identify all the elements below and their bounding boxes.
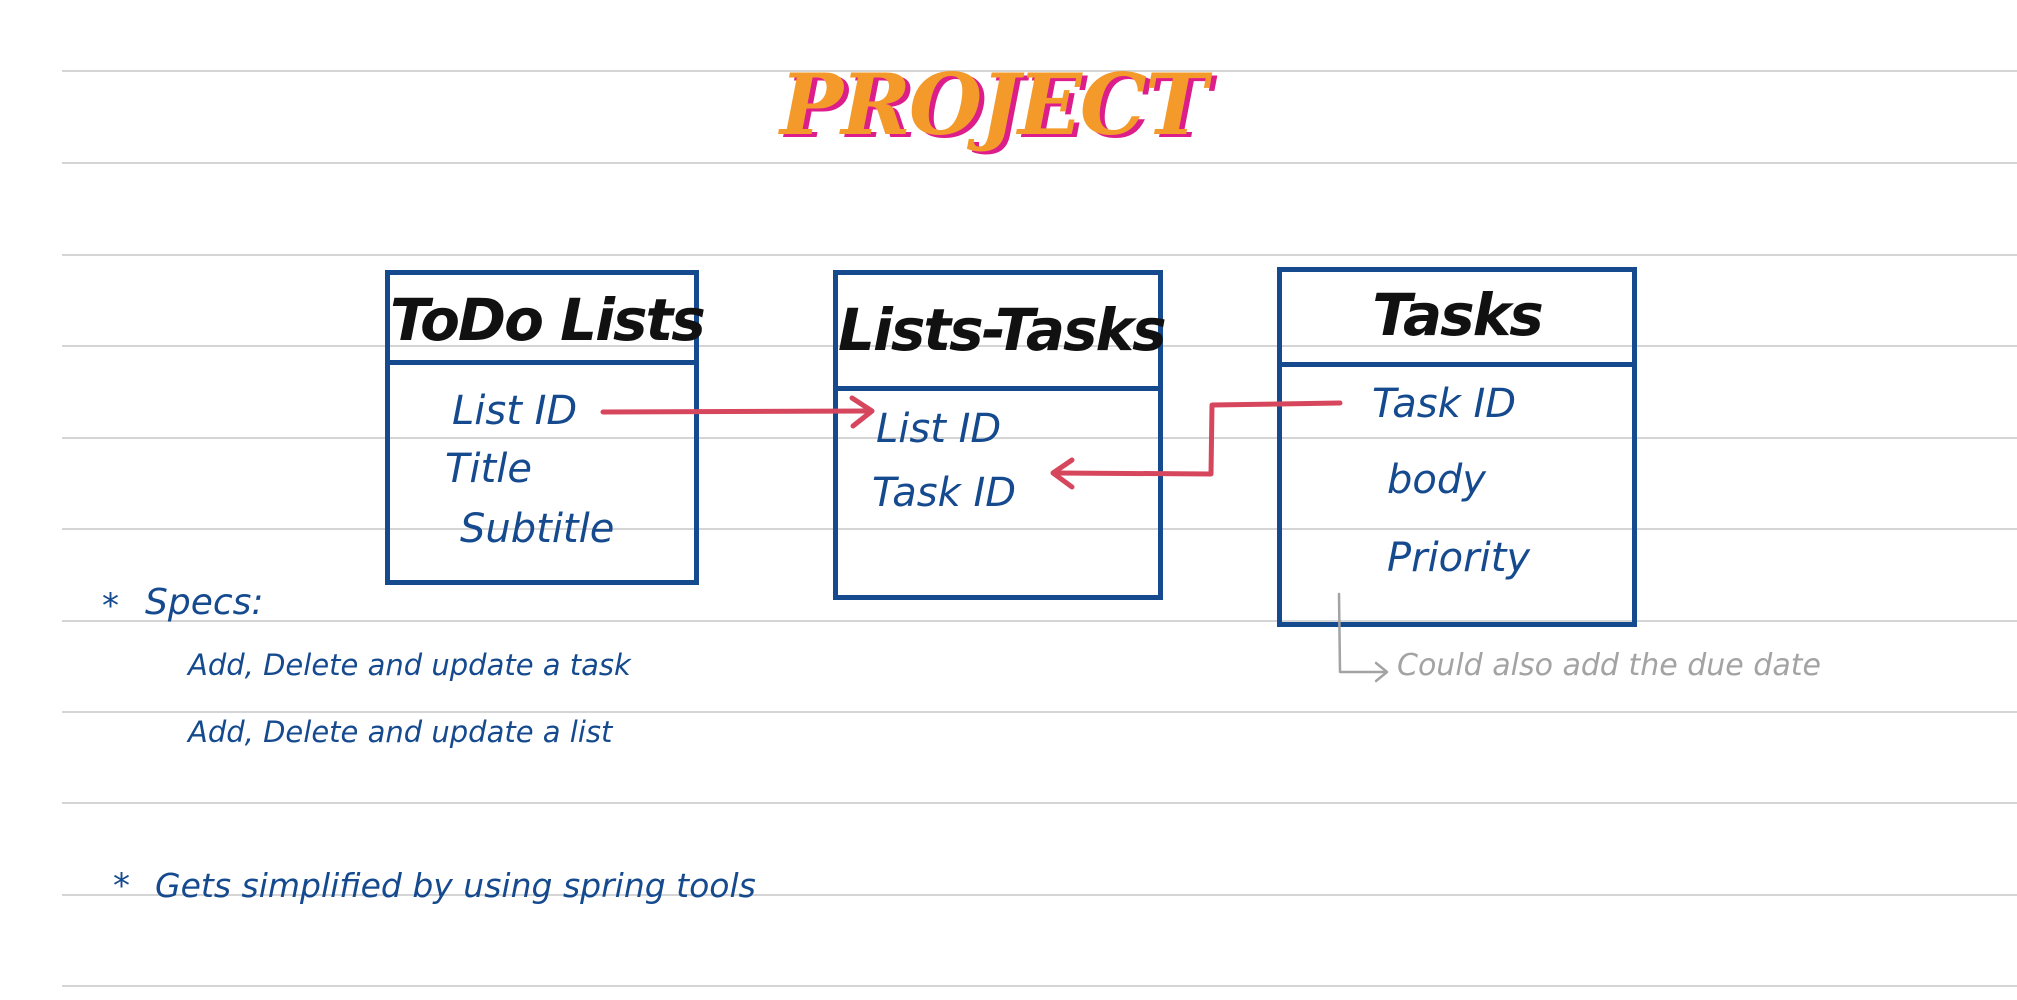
- ruled-line: [62, 254, 2017, 256]
- ruled-line: [62, 528, 2017, 530]
- due-date-note-arrowhead: [1374, 661, 1389, 683]
- tasks-field-priority: Priority: [1387, 535, 1531, 581]
- ruled-line: [62, 162, 2017, 164]
- ruled-line: [62, 894, 2017, 896]
- lists-tasks-table: Lists-Tasks List ID Task ID: [833, 270, 1167, 600]
- ruled-line: [62, 985, 2017, 987]
- lists-tasks-field-list-id: List ID: [876, 406, 1002, 452]
- spring-tools-note: Gets simplified by using spring tools: [155, 866, 756, 905]
- page-title: PROJECT: [780, 55, 1207, 154]
- todo-lists-table: ToDo Lists List ID Title Subtitle: [385, 270, 706, 585]
- todo-lists-field-title: Title: [445, 446, 532, 492]
- lists-tasks-header: Lists-Tasks: [838, 275, 1167, 391]
- spring-bullet: *: [113, 866, 130, 906]
- todo-lists-field-list-id: List ID: [452, 388, 578, 434]
- ruled-line: [62, 711, 2017, 713]
- specs-item: Add, Delete and update a task: [188, 648, 631, 682]
- ruled-line: [62, 70, 2017, 72]
- specs-bullet: *: [102, 586, 119, 626]
- todo-lists-field-subtitle: Subtitle: [460, 506, 615, 552]
- ruled-line: [62, 345, 2017, 347]
- lists-tasks-title: Lists-Tasks: [838, 296, 1167, 364]
- ruled-line: [62, 620, 2017, 622]
- tasks-field-task-id: Task ID: [1372, 381, 1517, 427]
- ruled-line: [62, 802, 2017, 804]
- todo-lists-title: ToDo Lists: [390, 286, 706, 354]
- tasks-table: Tasks Task ID body Priority: [1277, 267, 1637, 627]
- specs-item: Add, Delete and update a list: [188, 715, 613, 749]
- tasks-header: Tasks: [1282, 272, 1632, 367]
- specs-label: Specs:: [145, 582, 264, 623]
- todo-lists-header: ToDo Lists: [390, 275, 706, 365]
- tasks-field-body: body: [1387, 457, 1486, 503]
- due-date-note: Could also add the due date: [1397, 648, 1821, 683]
- lists-tasks-field-task-id: Task ID: [872, 470, 1017, 516]
- tasks-title: Tasks: [1372, 281, 1543, 349]
- ruled-line: [62, 437, 2017, 439]
